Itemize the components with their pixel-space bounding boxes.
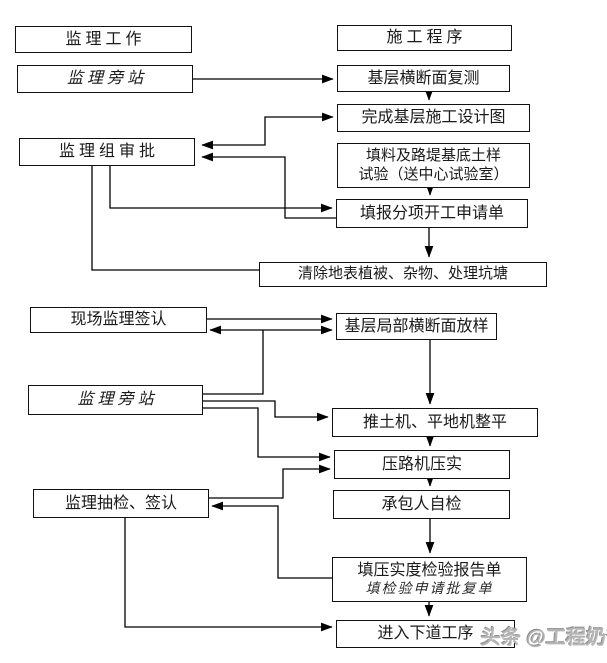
compaction-report-line2: 填检验申请批复单: [365, 581, 494, 597]
watermark-handle: @工程奶爸: [525, 627, 607, 649]
node-supervision-group-approval: 监 理 组 审 批: [19, 138, 195, 166]
node-contractor-self-inspection: 承包人自检: [333, 490, 510, 519]
node-base-cross-section-resurvey: 基层横断面复测: [337, 65, 510, 92]
node-construction-procedure: 施 工 程 序: [337, 25, 512, 51]
node-onsite-supervisor-sign: 现场监理签认: [30, 307, 207, 333]
node-subitem-start-application: 填报分项开工申请单: [336, 199, 528, 228]
node-supervision-spot-check-sign: 监理抽检、签认: [33, 489, 209, 518]
node-fill-material-soil-test: 填料及路堤基底土样 试验（送中心试验室）: [337, 143, 530, 188]
node-compaction-test-report: 填压实度检验报告单 填检验申请批复单: [332, 557, 527, 602]
watermark: 头条 @工程奶爸: [480, 621, 607, 650]
node-base-local-cross-section-layout: 基层局部横断面放样: [336, 313, 497, 340]
node-supervision-work: 监 理 工 作: [15, 26, 192, 53]
node-clear-surface-vegetation: 清除地表植被、杂物、处理坑塘: [259, 262, 547, 287]
node-enter-next-process: 进入下道工序: [336, 620, 515, 648]
compaction-report-line1: 填压实度检验报告单: [357, 561, 502, 579]
node-supervision-side-station-mid: 监 理 旁 站: [28, 385, 203, 415]
node-roller-compaction: 压路机压实: [334, 450, 510, 479]
fill-test-line1: 填料及路堤基底土样: [365, 147, 501, 164]
node-supervision-side-station-top: 监 理 旁 站: [17, 65, 193, 93]
fill-test-line2: 试验（送中心试验室）: [358, 166, 509, 183]
node-bulldozer-grader-leveling: 推土机、平地机整平: [332, 408, 538, 437]
toutiao-logo: 头条: [480, 627, 522, 649]
node-complete-base-design-drawing: 完成基层施工设计图: [337, 104, 530, 132]
